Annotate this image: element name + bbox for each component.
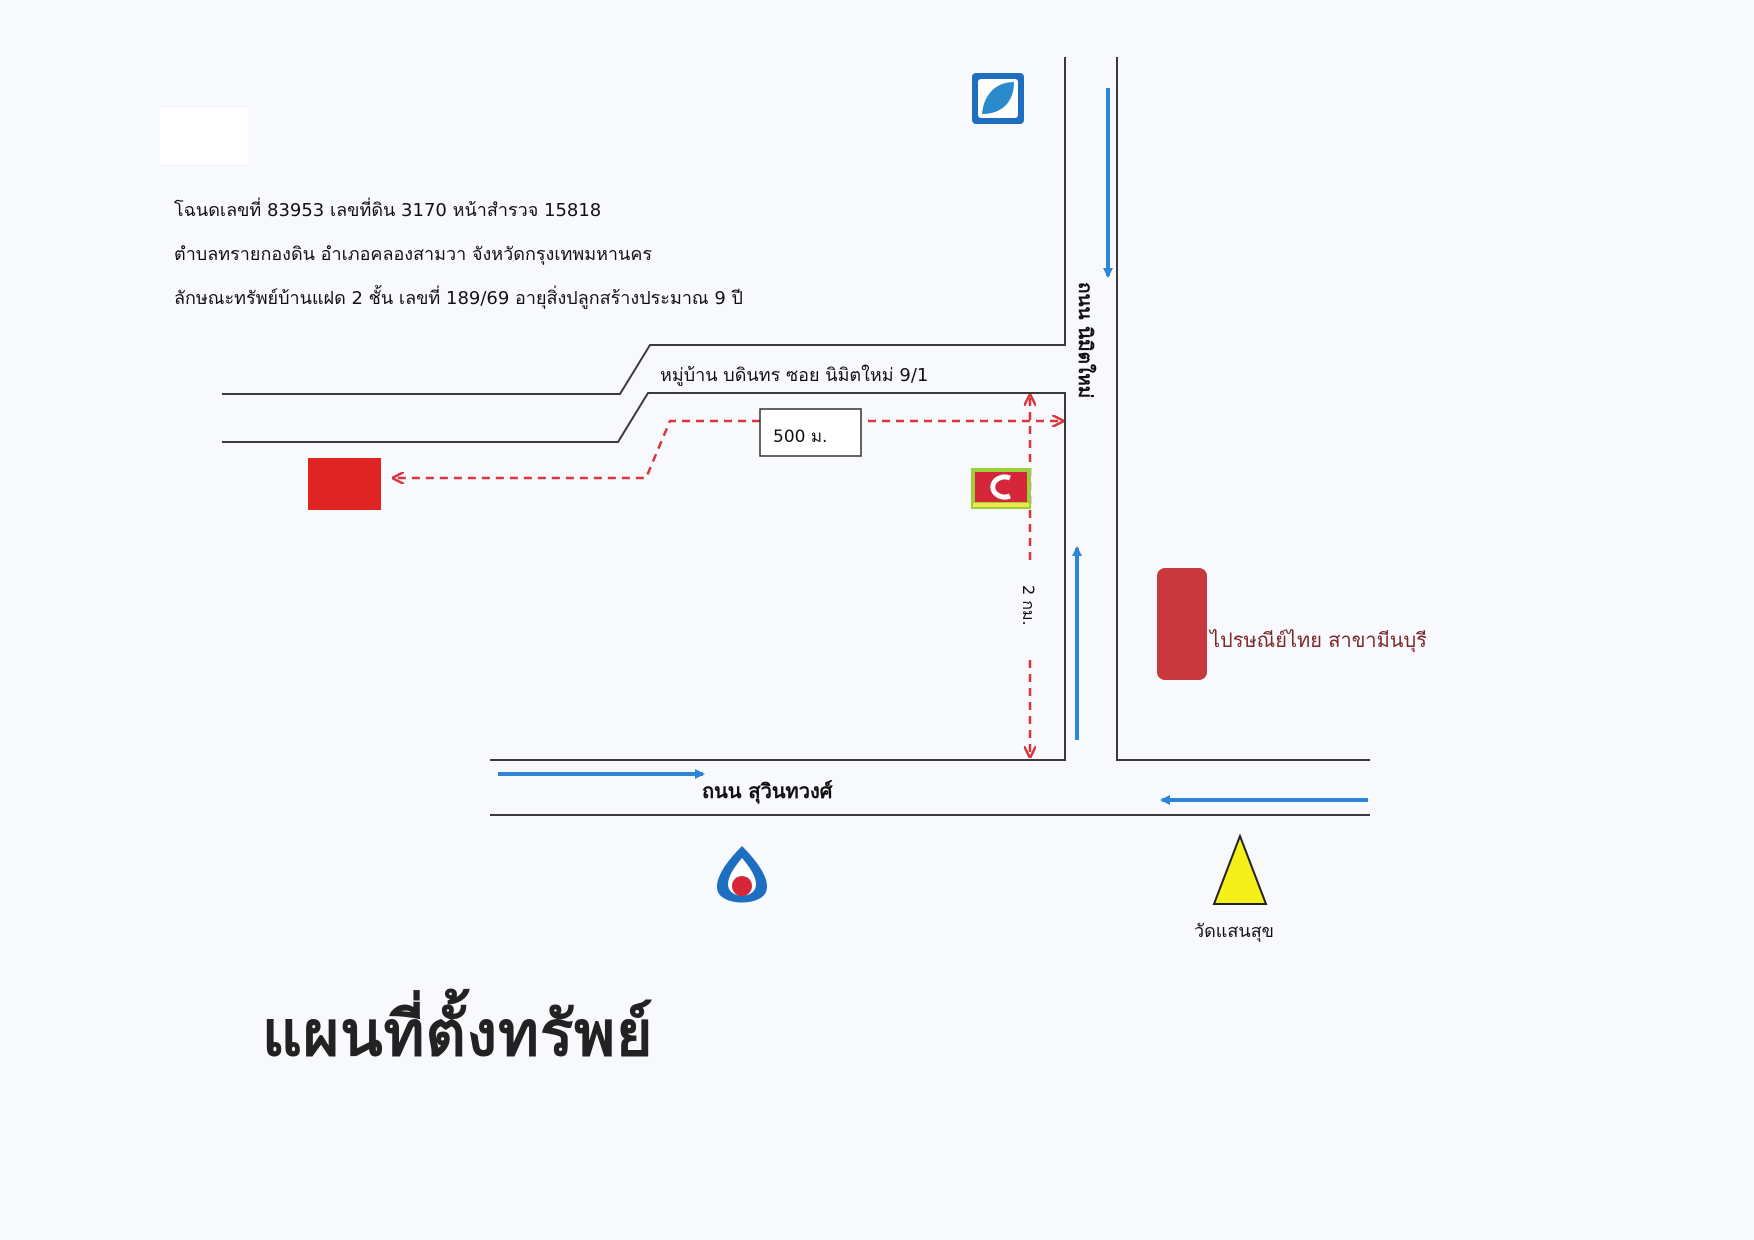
post-office-marker [1157,568,1207,680]
nimitmai-right-edge [1116,57,1370,761]
route-path [394,396,1062,756]
traffic-arrows [498,88,1368,805]
nimitmai-road-label: ถนน นิมิตใหม่ [1074,282,1096,399]
property-type-info: ลักษณะทรัพย์บ้านแฝด 2 ชั้น เลขที่ 189/69… [174,288,743,309]
route-to-property [394,419,760,478]
soi-upper-edge [222,57,1066,395]
temple-label: วัดแสนสุข [1194,921,1274,942]
distance-2km-label: 2 กม. [1019,585,1038,626]
location-info: ตำบลทรายกองดิน อำเภอคลองสามวา จังหวัดกรุ… [174,244,653,265]
temple-marker [1212,833,1268,905]
map-title: แผนที่ตั้งทรัพย์ [262,997,654,1070]
road-lines [222,57,1370,816]
distance-box [759,408,862,457]
distance-500m-label: 500 ม. [773,427,828,447]
big-c-logo-icon [971,468,1031,509]
soi-label: หมู่บ้าน บดินทร ซอย นิมิตใหม่ 9/1 [660,365,929,386]
suwinthawong-road-label: ถนน สุวินทวงศ์ [702,779,833,803]
ptt-station-icon [717,846,767,903]
property-marker [308,458,381,510]
blank-patch [160,108,248,164]
post-office-label: ไปรษณีย์ไทย สาขามีนบุรี [1210,628,1427,652]
deed-info: โฉนดเลขที่ 83953 เลขที่ดิน 3170 หน้าสำรว… [174,200,602,221]
bank-logo-icon [972,73,1024,124]
soi-lower-edge [222,392,1066,761]
